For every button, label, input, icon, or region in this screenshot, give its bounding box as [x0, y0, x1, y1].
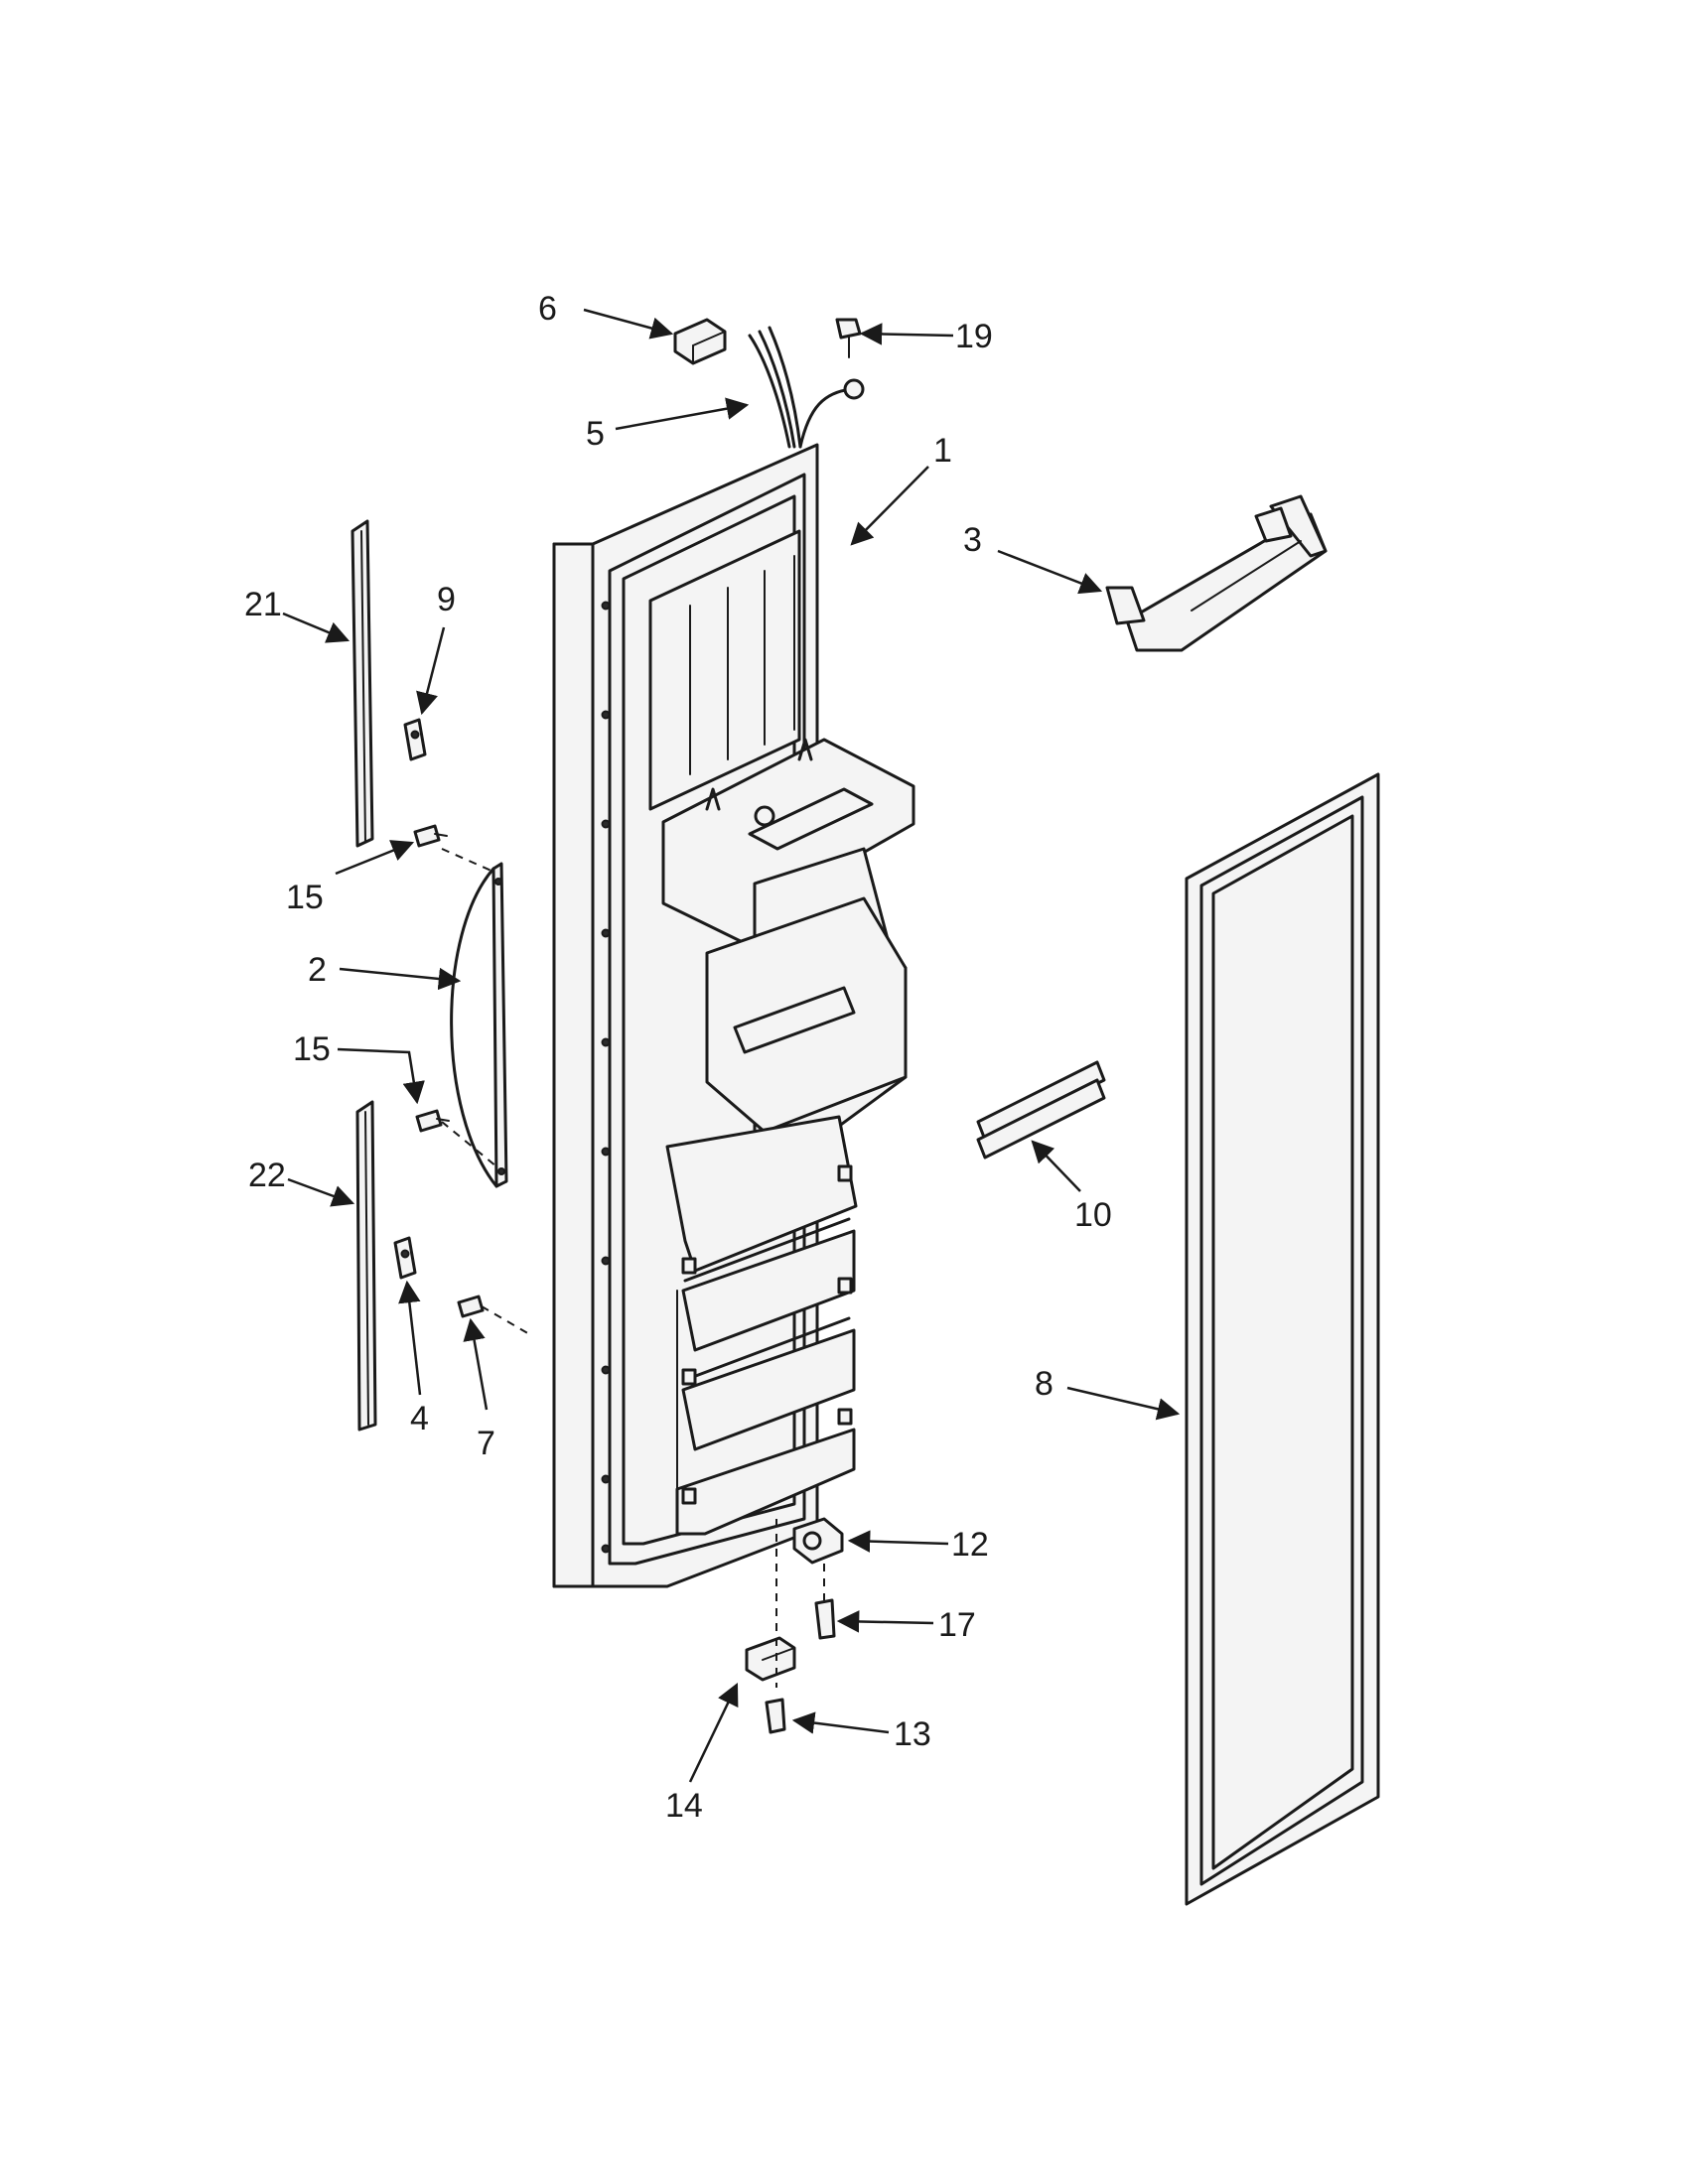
- clip-part-4: [393, 1236, 417, 1280]
- door-panel-part-1: [552, 443, 915, 1588]
- leader-lines: [282, 308, 1181, 1783]
- callout-6: 6: [538, 290, 557, 328]
- callout-17: 17: [938, 1606, 976, 1644]
- callout-8: 8: [1035, 1365, 1053, 1403]
- wire-harness-part-5: [748, 326, 865, 449]
- callout-22: 22: [248, 1157, 286, 1194]
- hinge-part-14: [745, 1636, 796, 1682]
- callout-2: 2: [308, 951, 327, 989]
- upper-side-trim-part-21: [351, 519, 374, 848]
- callout-7: 7: [477, 1425, 495, 1462]
- upper-bracket-part-3: [1105, 494, 1328, 652]
- door-handle-part-2: [441, 848, 508, 1188]
- door-mounting-holes: [601, 601, 611, 1554]
- callout-15-lower: 15: [293, 1030, 331, 1068]
- callout-4: 4: [410, 1400, 429, 1437]
- hinge-part-12: [792, 1517, 844, 1565]
- callout-15-upper: 15: [286, 879, 324, 916]
- lower-side-trim-part-22: [355, 1100, 377, 1432]
- callout-3: 3: [963, 521, 982, 559]
- callout-9: 9: [437, 581, 456, 618]
- callout-labels: 6 19 5 1 3 21 9 15 2 15 22 4 7 10 8 12 1…: [244, 290, 1112, 1825]
- trim-strip-part-10: [976, 1060, 1106, 1160]
- connector-part-6: [673, 318, 727, 365]
- screw-part-13: [765, 1698, 786, 1734]
- callout-19: 19: [955, 318, 993, 355]
- callout-12: 12: [951, 1526, 989, 1564]
- door-shelves: [665, 1115, 858, 1536]
- door-gasket-part-8: [1185, 772, 1380, 1906]
- screw-part-15-upper: [413, 824, 448, 848]
- callout-1: 1: [933, 432, 952, 470]
- clip-part-9: [403, 718, 427, 761]
- callout-21: 21: [244, 586, 282, 623]
- callout-13: 13: [894, 1715, 931, 1753]
- screw-part-17: [814, 1598, 836, 1640]
- screw-part-7: [457, 1295, 532, 1336]
- screw-part-15-lower: [415, 1109, 450, 1133]
- callout-14: 14: [665, 1787, 703, 1825]
- callout-10: 10: [1074, 1196, 1112, 1234]
- screw-part-19: [835, 318, 862, 358]
- callout-5: 5: [586, 415, 605, 453]
